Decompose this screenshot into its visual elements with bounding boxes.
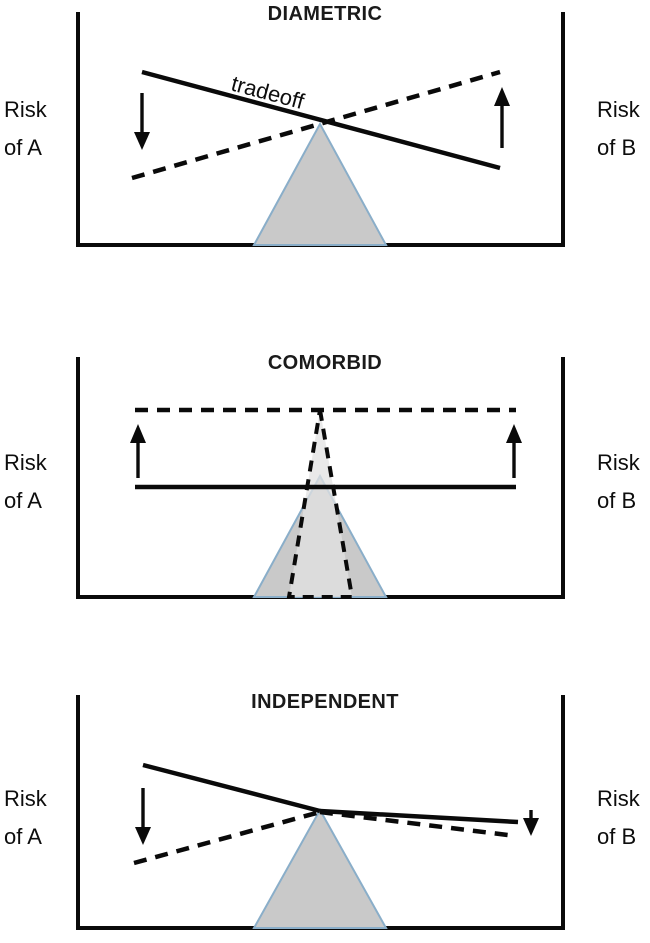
left-axis-label-line2-independent: of A [4,824,42,849]
up-arrow-left-comorbid [130,424,146,478]
up-arrow-right-diametric [494,87,510,148]
fulcrum-triangle-independent [252,807,388,929]
down-arrow-left-independent [135,788,151,845]
fulcrum-triangle-diametric [252,121,388,246]
down-arrow-right-independent [523,810,539,836]
up-arrow-right-comorbid [506,424,522,478]
left-axis-label-line1-independent: Risk [4,786,48,811]
dashed-beam-independent-left [133,809,321,866]
right-axis-label-line1-independent: Risk [597,786,641,811]
left-axis-label-line1-diametric: Risk [4,97,48,122]
dashed-beam-independent-right [319,809,517,839]
right-axis-label-line2-diametric: of B [597,135,636,160]
left-axis-label-line2-diametric: of A [4,135,42,160]
left-axis-label-line2-comorbid: of A [4,488,42,513]
fulcrum-dashed-triangle-comorbid [286,409,355,599]
solid-beam-independent-left [142,762,321,814]
right-axis-label-line1-comorbid: Risk [597,450,641,475]
panel-title-diametric: DIAMETRIC [268,3,383,25]
down-arrow-left-diametric [134,93,150,150]
right-axis-label-line1-diametric: Risk [597,97,641,122]
panel-independent: INDEPENDENT Risk of A Risk of B [0,660,650,943]
panel-diametric: DIAMETRIC Risk of A Risk of B tradeoff [0,0,650,320]
dashed-beam-diametric [131,69,501,181]
panel-comorbid: COMORBID Risk of A Risk of B [0,330,650,625]
panel-title-independent: INDEPENDENT [251,691,399,713]
solid-beam-independent-right [319,808,519,825]
right-axis-label-line2-comorbid: of B [597,488,636,513]
left-axis-label-line1-comorbid: Risk [4,450,48,475]
panel-title-comorbid: COMORBID [268,352,382,374]
solid-beam-diametric [141,69,501,171]
right-axis-label-line2-independent: of B [597,824,636,849]
